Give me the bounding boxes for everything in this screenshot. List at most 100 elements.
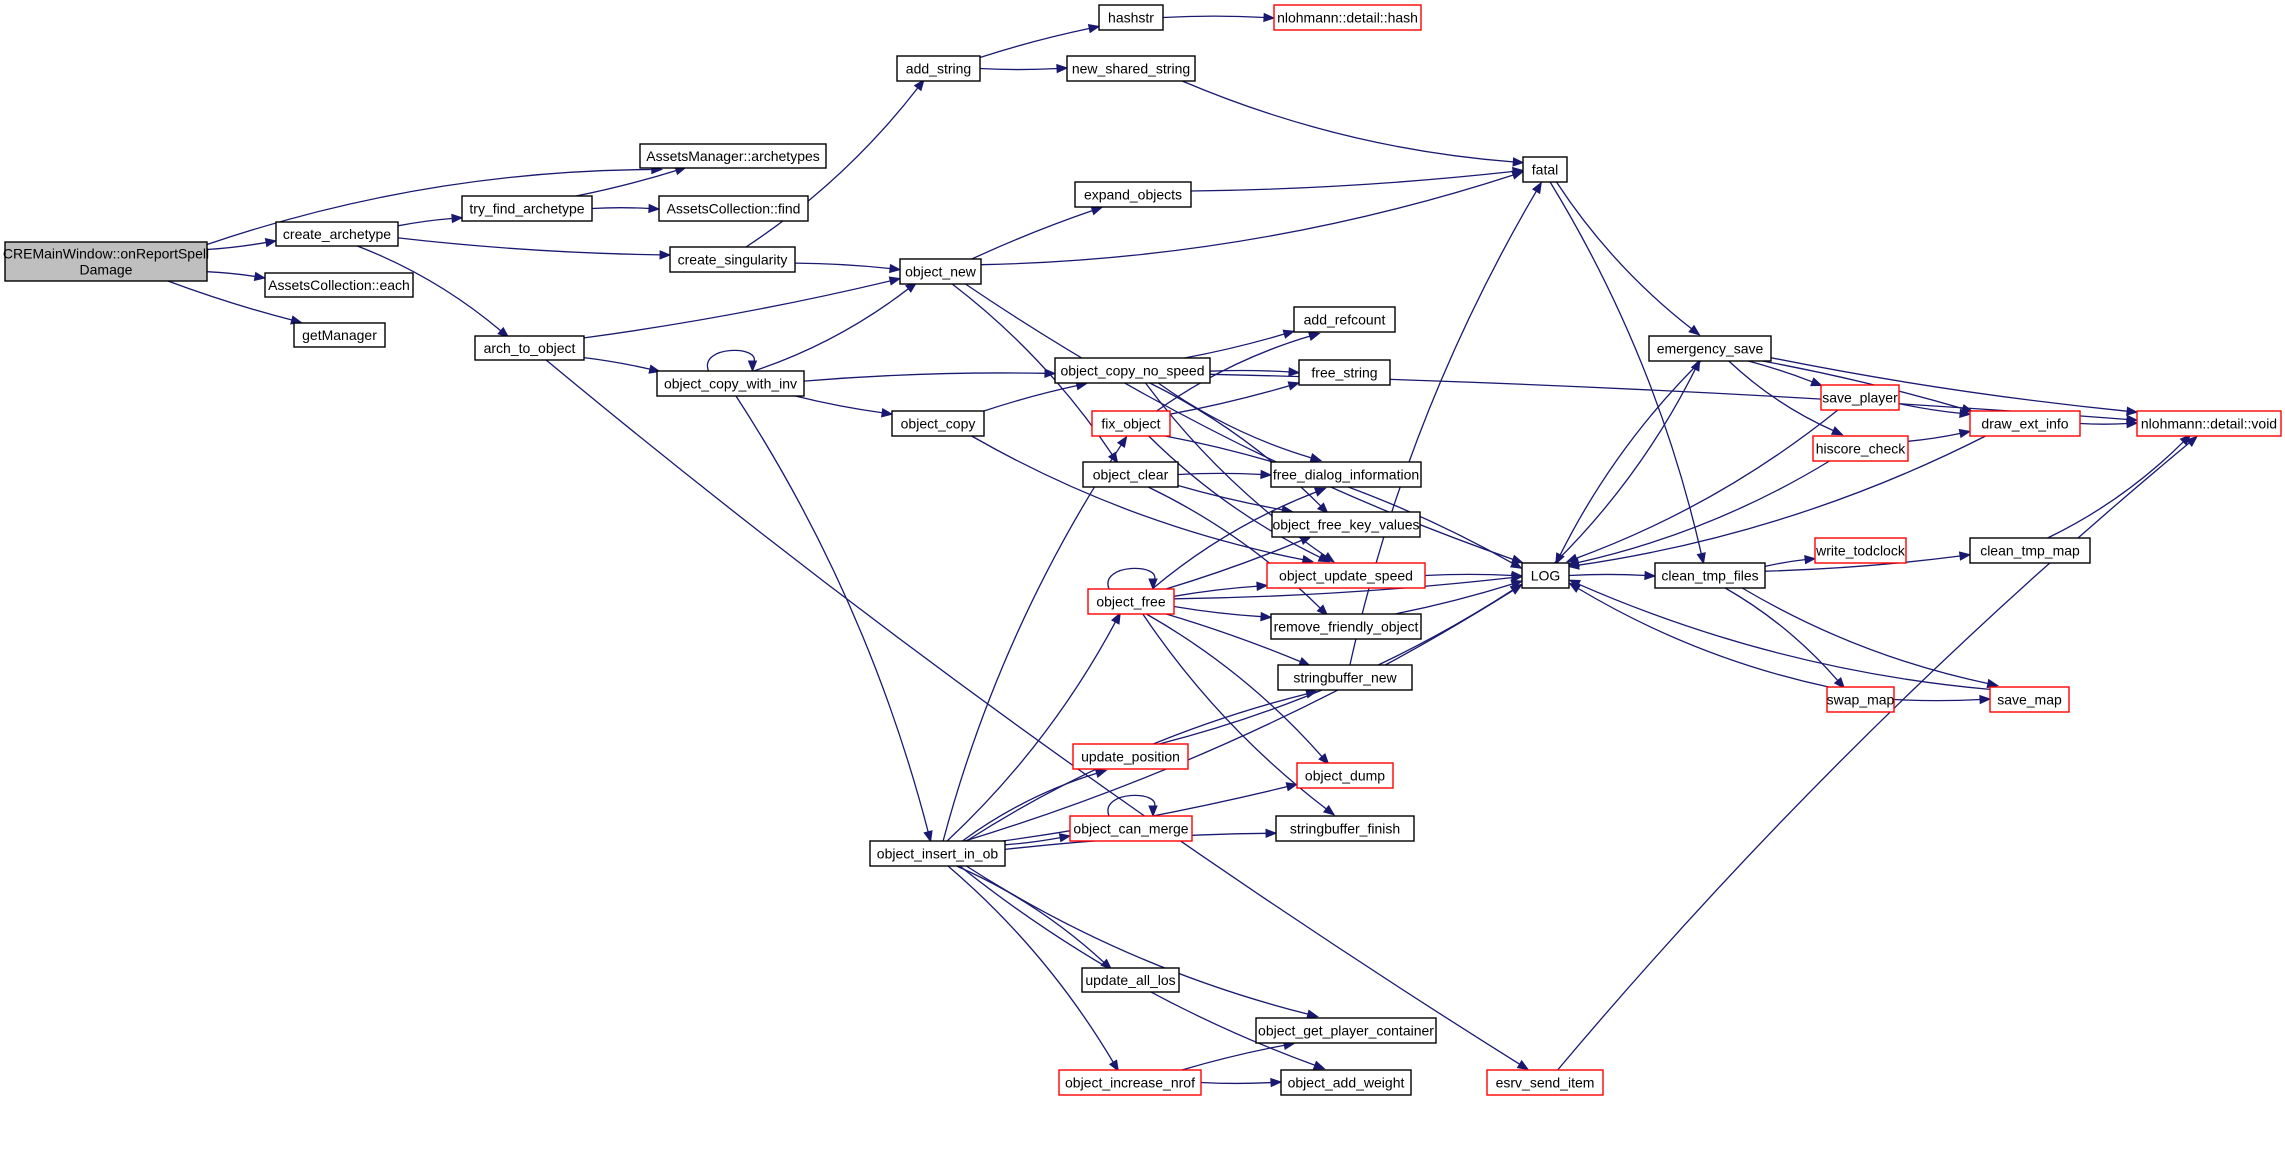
node-create-singularity[interactable]: create_singularity (669, 246, 796, 273)
node-box (899, 258, 982, 285)
node-object-get-player-container[interactable]: object_get_player_container (1255, 1017, 1437, 1044)
node-expand-objects[interactable]: expand_objects (1074, 181, 1192, 208)
node-esrv-send-item[interactable]: esrv_send_item (1486, 1069, 1604, 1096)
node-object-new[interactable]: object_new (899, 258, 982, 285)
node-emergency-save[interactable]: emergency_save (1648, 335, 1772, 362)
node-free-dialog-information[interactable]: free_dialog_information (1270, 461, 1422, 488)
edge-object_insert_in_ob-to-log (964, 584, 1523, 842)
edge-fix_object-to-free_string (1169, 381, 1301, 415)
node-assets-find[interactable]: AssetsCollection::find (658, 195, 809, 222)
node-box (1486, 1069, 1604, 1096)
node-label: object_dump (1305, 768, 1385, 784)
node-try-find[interactable]: try_find_archetype (461, 195, 593, 222)
edge-object_copy_no_speed-to-object_free_key_values (1149, 382, 1329, 515)
node-object-free[interactable]: object_free (1087, 588, 1175, 615)
node-object-add-weight[interactable]: object_add_weight (1280, 1069, 1412, 1096)
node-label: save_player (1822, 390, 1898, 406)
node-stringbuffer-new[interactable]: stringbuffer_new (1277, 664, 1413, 691)
node-draw-ext-info[interactable]: draw_ext_info (1969, 410, 2081, 437)
node-free-string[interactable]: free_string (1298, 359, 1391, 386)
edge-layer (167, 12, 2198, 1088)
node-getmanager[interactable]: getManager (293, 322, 386, 348)
node-box (1074, 181, 1192, 208)
node-box (1271, 511, 1421, 538)
edge-add_string-to-hashstr (979, 23, 1101, 59)
node-label: object_increase_nrof (1065, 1075, 1195, 1091)
node-object-update-speed[interactable]: object_update_speed (1266, 562, 1426, 589)
node-label: expand_objects (1084, 187, 1182, 203)
node-object-clear[interactable]: object_clear (1082, 461, 1179, 488)
edge-create_archetype-to-try_find (397, 213, 464, 227)
edge-object_clear-to-free_dialog_information (1177, 469, 1273, 480)
node-label: getManager (302, 327, 377, 343)
node-box (1054, 357, 1211, 384)
node-clean-tmp-map[interactable]: clean_tmp_map (1969, 537, 2091, 564)
node-new-shared-string[interactable]: new_shared_string (1066, 55, 1196, 82)
node-remove-friendly-object[interactable]: remove_friendly_object (1270, 613, 1422, 640)
edge-emergency_save-to-log (1555, 360, 1702, 566)
node-box (1087, 588, 1175, 615)
node-log[interactable]: LOG (1521, 562, 1570, 589)
edge-root-to-assets_archetypes (206, 164, 664, 246)
node-add-string[interactable]: add_string (896, 55, 981, 82)
node-create-archetype[interactable]: create_archetype (275, 221, 399, 247)
node-hiscore-check[interactable]: hiscore_check (1812, 435, 1909, 462)
node-label: fix_object (1101, 416, 1160, 432)
node-box (1989, 686, 2070, 713)
node-assets-archetypes[interactable]: AssetsManager::archetypes (639, 143, 827, 169)
node-swap-map[interactable]: swap_map (1826, 686, 1895, 713)
node-box (658, 195, 809, 222)
node-box (669, 246, 796, 273)
node-label: free_string (1311, 365, 1377, 381)
node-assets-each[interactable]: AssetsCollection::each (264, 272, 414, 298)
node-label: free_dialog_information (1273, 467, 1419, 483)
edge-object_insert_in_ob-to-object_get_player_container (965, 865, 1319, 1019)
edge-root-to-assets_each (206, 271, 267, 282)
edge-arch_to_object-to-esrv_send_item (545, 359, 1530, 1071)
edge-save_player-to-draw_ext_info (1898, 402, 1972, 418)
node-object-increase-nrof[interactable]: object_increase_nrof (1058, 1069, 1202, 1096)
node-update-all-los[interactable]: update_all_los (1081, 967, 1180, 993)
edge-save_map-to-log (1568, 579, 1991, 691)
node-update-position[interactable]: update_position (1072, 743, 1189, 770)
node-hashstr[interactable]: hashstr (1098, 4, 1164, 31)
node-nlohmann-void[interactable]: nlohmann::detail::void (2136, 410, 2282, 437)
node-fix-object[interactable]: fix_object (1091, 410, 1171, 437)
edge-create_singularity-to-object_new (794, 262, 902, 274)
node-label: AssetsCollection::each (268, 277, 410, 293)
node-object-can-merge[interactable]: object_can_merge (1069, 815, 1193, 842)
node-label: create_singularity (678, 252, 788, 268)
edge-object_free-to-free_dialog_information (1151, 487, 1327, 590)
node-box (264, 272, 414, 298)
node-save-player[interactable]: save_player (1820, 384, 1900, 411)
node-box (461, 195, 593, 222)
node-object-copy[interactable]: object_copy (891, 410, 985, 437)
node-fatal[interactable]: fatal (1522, 156, 1568, 183)
edge-object_copy-to-object_copy_no_speed (983, 381, 1089, 412)
edge-swap_map-to-log (1568, 582, 1829, 688)
edge-log-to-clean_tmp_files (1568, 570, 1657, 581)
node-object-copy-no-speed[interactable]: object_copy_no_speed (1054, 357, 1211, 384)
node-box (1521, 562, 1570, 589)
node-object-dump[interactable]: object_dump (1296, 762, 1394, 789)
node-label: swap_map (1827, 692, 1895, 708)
node-box (891, 410, 985, 437)
node-object-copy-with-inv[interactable]: object_copy_with_inv (656, 370, 805, 397)
node-write-todclock[interactable]: write_todclock (1814, 537, 1907, 564)
node-object-free-key-values[interactable]: object_free_key_values (1271, 511, 1421, 538)
edge-clean_tmp_files-to-save_map (1741, 587, 2000, 689)
node-object-insert-in-ob[interactable]: object_insert_in_ob (869, 840, 1006, 867)
node-nlohmann-hash[interactable]: nlohmann::detail::hash (1273, 4, 1422, 31)
edge-arch_to_object-to-object_new (583, 276, 902, 339)
node-stringbuffer-finish[interactable]: stringbuffer_finish (1275, 815, 1415, 842)
node-add-refcount[interactable]: add_refcount (1293, 306, 1396, 333)
node-label: new_shared_string (1072, 61, 1190, 77)
node-box (1820, 384, 1900, 411)
node-arch-to-object[interactable]: arch_to_object (474, 335, 585, 361)
node-clean-tmp-files[interactable]: clean_tmp_files (1654, 562, 1766, 589)
node-save-map[interactable]: save_map (1989, 686, 2070, 713)
node-label: emergency_save (1657, 341, 1764, 357)
edge-remove_friendly_object-to-log (1394, 579, 1524, 615)
